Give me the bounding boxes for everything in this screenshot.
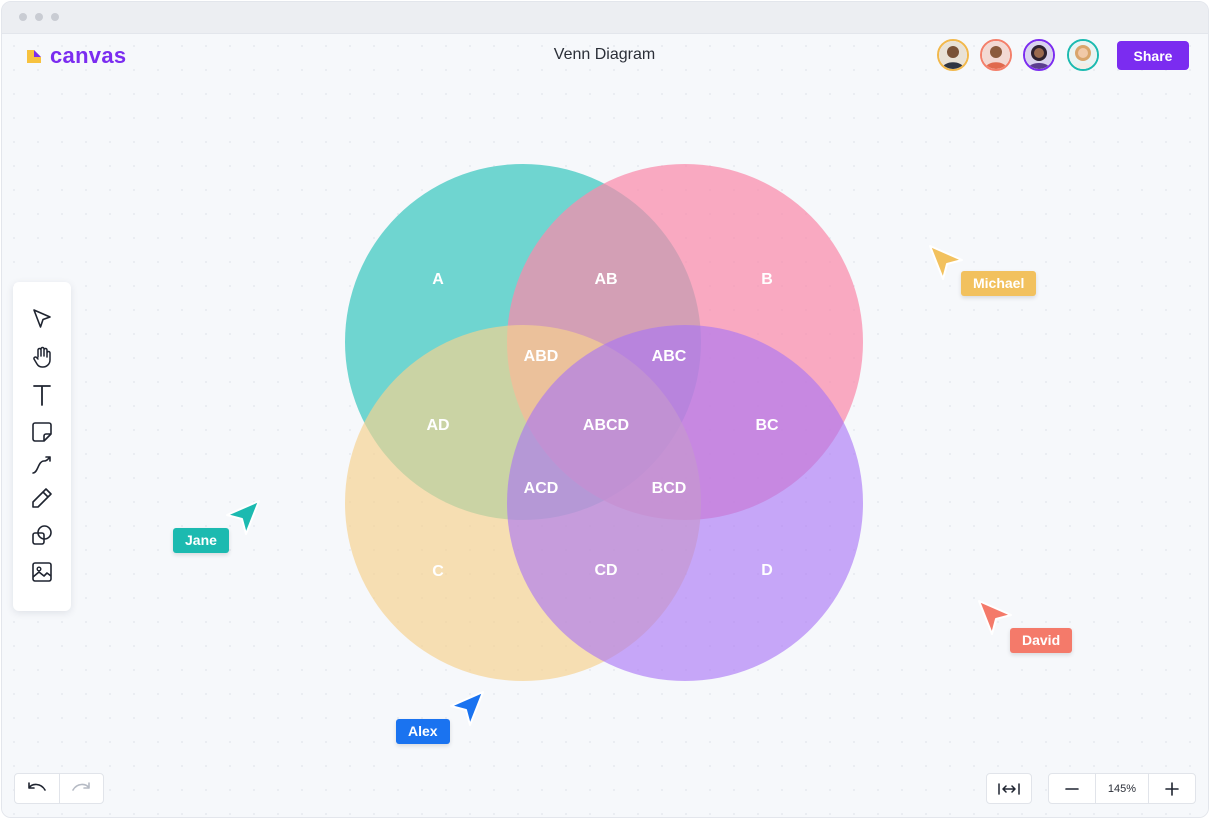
redo-icon	[72, 781, 91, 791]
text-icon	[33, 385, 51, 406]
avatar[interactable]	[937, 39, 969, 71]
sticky-note-icon	[32, 422, 52, 442]
hand-tool[interactable]	[29, 344, 55, 370]
region-label-acd: ACD	[523, 480, 559, 497]
undo-button[interactable]	[15, 774, 59, 803]
undo-icon	[27, 781, 46, 791]
shapes-icon	[32, 525, 52, 545]
connector-icon	[32, 456, 51, 474]
minus-icon	[1065, 787, 1079, 790]
collaborator-tag-michael: Michael	[961, 271, 1037, 296]
region-label-cd: CD	[594, 562, 618, 579]
logo-icon	[27, 50, 41, 63]
region-label-abcd: ABCD	[582, 417, 630, 434]
history-controls	[14, 773, 104, 804]
window-chrome	[2, 2, 1208, 34]
venn-set-d[interactable]	[507, 325, 863, 681]
app-name: canvas	[50, 43, 127, 68]
redo-button[interactable]	[58, 774, 104, 803]
region-label-a: A	[432, 271, 444, 288]
select-icon	[33, 309, 51, 328]
region-label-ad: AD	[426, 417, 450, 434]
zoom-level[interactable]: 145%	[1095, 774, 1149, 803]
sticky-note-tool[interactable]	[29, 419, 55, 445]
avatar-1-icon	[939, 41, 967, 69]
region-label-d: D	[761, 562, 773, 579]
shapes-tool[interactable]	[29, 522, 55, 548]
collaborator-tag-jane: Jane	[173, 528, 229, 553]
select-tool[interactable]	[29, 306, 55, 332]
cursor-david-icon	[978, 600, 1012, 635]
cursor-jane-icon	[226, 500, 260, 535]
connector-tool[interactable]	[29, 452, 55, 478]
region-label-b: B	[761, 271, 773, 288]
fit-width-button[interactable]	[986, 773, 1032, 804]
fit-width-icon	[998, 782, 1020, 795]
image-tool[interactable]	[29, 559, 55, 585]
hand-icon	[33, 346, 51, 368]
collaborator-tag-david: David	[1010, 628, 1073, 653]
window-dot	[51, 13, 59, 21]
share-button[interactable]: Share	[1117, 41, 1189, 70]
zoom-in-button[interactable]	[1149, 774, 1195, 803]
region-label-bcd: BCD	[651, 480, 687, 497]
avatar[interactable]	[1067, 39, 1099, 71]
avatar[interactable]	[1023, 39, 1055, 71]
pen-icon	[32, 488, 52, 508]
plus-icon	[1165, 781, 1179, 796]
document-title[interactable]: Venn Diagram	[553, 46, 656, 63]
window-dot	[19, 13, 27, 21]
region-label-abc: ABC	[651, 348, 687, 365]
zoom-controls: 145%	[1048, 773, 1196, 804]
zoom-out-button[interactable]	[1049, 774, 1095, 803]
avatar-2-icon	[982, 41, 1010, 69]
collaborator-tag-alex: Alex	[396, 719, 450, 744]
app-logo[interactable]: canvas	[26, 43, 127, 68]
region-label-c: C	[432, 563, 444, 580]
tool-palette	[13, 282, 71, 611]
cursor-alex-icon	[450, 691, 484, 726]
region-label-abd: ABD	[523, 348, 559, 365]
cursor-michael-icon	[929, 245, 963, 280]
region-label-ab: AB	[594, 271, 618, 288]
window-dot	[35, 13, 43, 21]
text-tool[interactable]	[29, 382, 55, 408]
avatar-3-icon	[1025, 41, 1053, 69]
pen-tool[interactable]	[29, 485, 55, 511]
region-label-bc: BC	[755, 417, 779, 434]
avatar[interactable]	[980, 39, 1012, 71]
avatar-4-icon	[1069, 41, 1097, 69]
image-icon	[32, 562, 52, 582]
